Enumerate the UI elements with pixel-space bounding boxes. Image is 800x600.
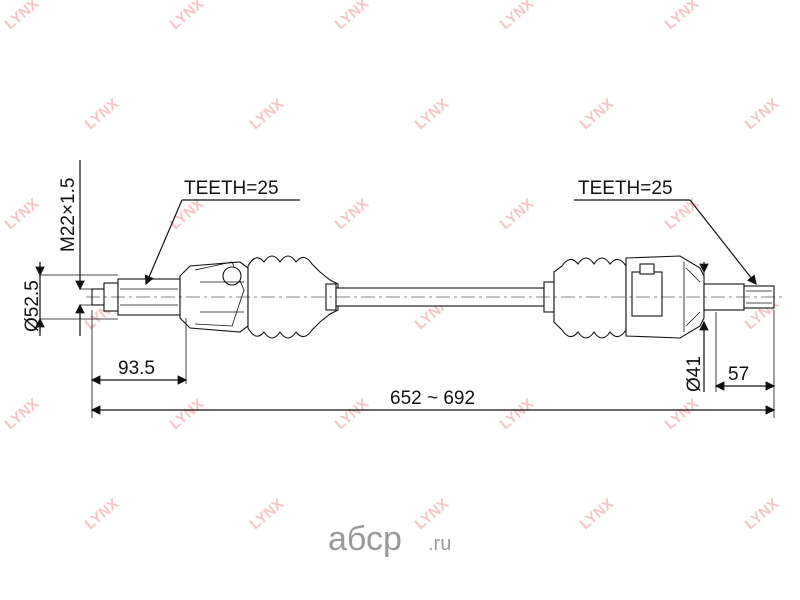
dimension-lines <box>35 160 776 418</box>
watermark-text: LYNX <box>332 195 373 233</box>
watermark-text: LYNX <box>742 495 783 533</box>
watermark-text: LYNX <box>167 395 208 433</box>
watermark-text: LYNX <box>742 95 783 133</box>
watermark-text: LYNX <box>332 0 373 33</box>
thread-label: M22×1.5 <box>58 178 79 252</box>
watermark-text: LYNX <box>82 495 123 533</box>
inner-boot <box>553 257 627 339</box>
teeth-left-label: TEETH=25 <box>184 178 279 199</box>
abcp-logo: абср .ru <box>328 520 451 558</box>
watermark-text: LYNX <box>82 95 123 133</box>
watermark-text: LYNX <box>662 0 703 33</box>
dia-left-label: Ø52.5 <box>22 280 43 332</box>
watermark-text: LYNX <box>497 0 538 33</box>
watermark-text: LYNX <box>247 95 288 133</box>
watermark-text: LYNX <box>332 395 373 433</box>
drive-shaft <box>86 255 784 339</box>
length-left-label: 93.5 <box>118 358 155 379</box>
watermark-text: LYNX <box>247 495 288 533</box>
roller <box>639 263 655 275</box>
watermark-text: LYNX <box>2 395 43 433</box>
watermark-text: LYNX <box>167 0 208 33</box>
ball <box>222 266 242 286</box>
watermark-text: LYNX <box>2 0 43 33</box>
logo-suffix: .ru <box>428 533 451 555</box>
watermark-text: LYNX <box>497 395 538 433</box>
watermark-text: LYNX <box>662 195 703 233</box>
watermark-text: LYNX <box>497 195 538 233</box>
total-length-label: 652 ~ 692 <box>390 388 475 409</box>
tripod <box>631 271 663 317</box>
teeth-right-label: TEETH=25 <box>578 178 673 199</box>
length-right-label: 57 <box>728 364 749 385</box>
watermark-text: LYNX <box>412 95 453 133</box>
watermark-text: LYNX <box>412 495 453 533</box>
watermark-text: LYNX <box>577 95 618 133</box>
watermark-text: LYNX <box>577 495 618 533</box>
watermark-text: LYNX <box>662 395 703 433</box>
dia-right-label: Ø41 <box>684 356 705 392</box>
watermark-text: LYNX <box>167 195 208 233</box>
watermark-text: LYNX <box>2 195 43 233</box>
logo-main: абср <box>328 520 402 558</box>
